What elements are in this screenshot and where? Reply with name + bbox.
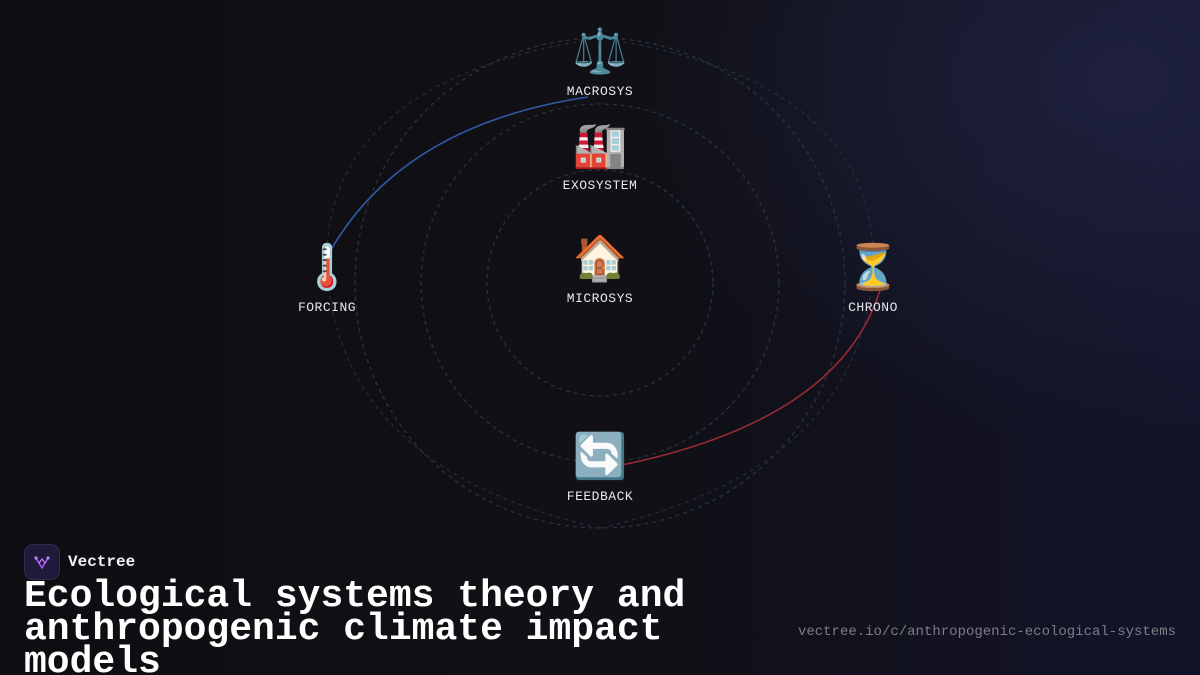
page-title: Ecological systems theory and anthropoge… — [24, 575, 686, 675]
connection-chrono-feedback — [621, 289, 881, 466]
cycle-arrows-icon: 🔄 — [572, 431, 628, 482]
source-url[interactable]: vectree.io/c/anthropogenic-ecological-sy… — [797, 624, 1176, 640]
ring-inner — [486, 169, 714, 397]
balance-scale-icon: ⚖️ — [572, 26, 628, 77]
orbit-right-arc — [599, 37, 874, 529]
node-label: FEEDBACK — [566, 489, 634, 504]
node-label: MICROSYS — [566, 291, 634, 306]
node-exosystem[interactable]: 🏭 EXOSYSTEM — [540, 120, 660, 193]
node-label: MACROSYS — [566, 84, 634, 99]
factory-icon: 🏭 — [572, 120, 628, 171]
brand-name: Vectree — [68, 553, 136, 571]
thermometer-icon: 🌡️ — [299, 242, 355, 293]
vectree-logo-icon — [24, 544, 60, 580]
node-label: CHRONO — [848, 300, 898, 315]
node-label: FORCING — [297, 300, 357, 315]
connection-forcing-macrosys — [327, 96, 589, 256]
house-icon: 🏠 — [572, 233, 628, 284]
orbit-left-arc — [326, 37, 601, 529]
hourglass-icon: ⏳ — [845, 242, 901, 293]
node-macrosys[interactable]: ⚖️ MACROSYS — [540, 26, 660, 99]
node-chrono[interactable]: ⏳ CHRONO — [813, 242, 933, 315]
node-label: EXOSYSTEM — [562, 178, 638, 193]
node-forcing[interactable]: 🌡️ FORCING — [267, 242, 387, 315]
node-microsys[interactable]: 🏠 MICROSYS — [540, 233, 660, 306]
brand[interactable]: Vectree — [24, 544, 135, 580]
ring-middle — [420, 103, 780, 463]
node-feedback[interactable]: 🔄 FEEDBACK — [540, 431, 660, 504]
